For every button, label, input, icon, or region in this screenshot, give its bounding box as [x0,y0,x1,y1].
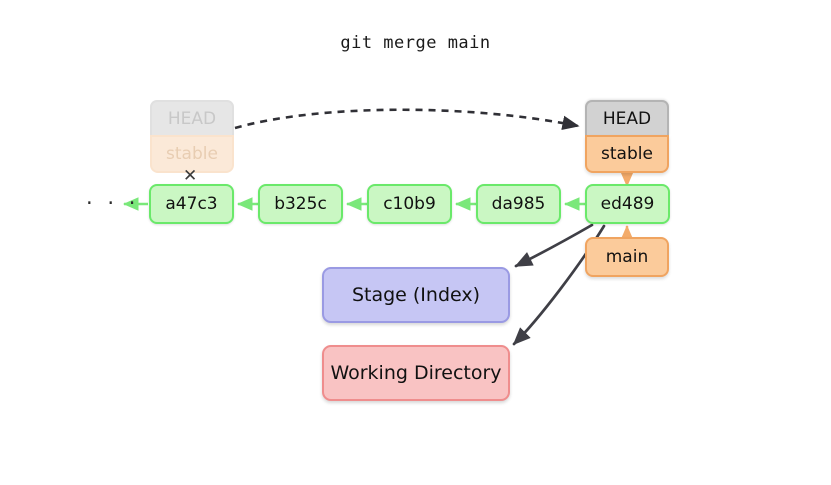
old-stable-branch-label: stable [150,135,234,173]
head-move-arrow [234,108,580,131]
commit-node-da985[interactable]: da985 [476,184,561,224]
stable-branch-label: stable [585,135,669,173]
stage-index-box[interactable]: Stage (Index) [322,267,510,323]
working-directory-box[interactable]: Working Directory [322,345,510,401]
history-ellipsis: · · · [86,191,140,215]
main-branch-label: main [585,237,669,277]
detach-x-icon: ✕ [183,166,198,186]
old-head-label: HEAD [150,100,234,136]
page-title: git merge main [340,33,491,53]
commit-to-stage-arrow [514,223,594,268]
commit-node-b325c[interactable]: b325c [258,184,343,224]
commit-node-ed489[interactable]: ed489 [585,184,670,224]
commit-node-c10b9[interactable]: c10b9 [367,184,452,224]
commit-node-a47c3[interactable]: a47c3 [149,184,234,224]
head-label: HEAD [585,100,669,136]
